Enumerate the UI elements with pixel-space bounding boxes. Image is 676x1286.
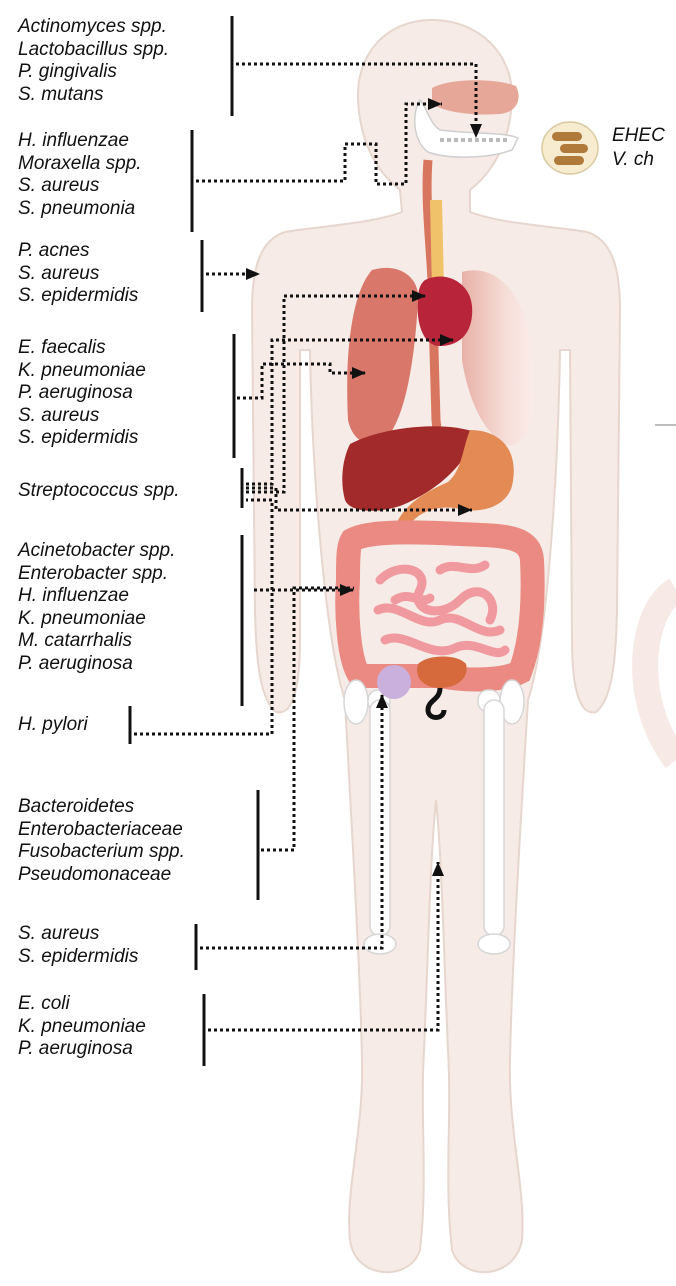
species-label: P. acnes [18, 240, 138, 263]
species-label: Fusobacterium spp. [18, 841, 185, 864]
side-label-1: EHEC [612, 124, 665, 148]
species-label: E. coli [18, 993, 146, 1016]
background-arc [645, 590, 676, 760]
species-label: S. mutans [18, 84, 169, 107]
species-label: H. influenzae [18, 130, 142, 153]
species-label: P. aeruginosa [18, 653, 175, 676]
species-label: S. aureus [18, 263, 138, 286]
species-label: P. gingivalis [18, 61, 169, 84]
species-label: Streptococcus spp. [18, 480, 180, 503]
species-label: S. epidermidis [18, 946, 138, 969]
species-label: M. catarrhalis [18, 630, 175, 653]
species-label: Enterobacteriaceae [18, 819, 185, 842]
species-label: E. faecalis [18, 337, 146, 360]
species-label: H. pylori [18, 714, 88, 737]
species-group-lung-lower: Acinetobacter spp.Enterobacter spp.H. in… [18, 540, 175, 675]
species-label: K. pneumoniae [18, 608, 175, 631]
species-label: H. influenzae [18, 585, 175, 608]
species-label: S. aureus [18, 923, 138, 946]
species-label: S. aureus [18, 405, 146, 428]
species-label: Actinomyces spp. [18, 16, 169, 39]
species-label: Moraxella spp. [18, 153, 142, 176]
species-label: Bacteroidetes [18, 796, 185, 819]
bladder [377, 665, 411, 699]
species-label: S. aureus [18, 175, 142, 198]
species-label: S. epidermidis [18, 427, 146, 450]
species-label: Acinetobacter spp. [18, 540, 175, 563]
species-group-stomach: H. pylori [18, 714, 88, 737]
species-label: Lactobacillus spp. [18, 39, 169, 62]
species-label: Pseudomonaceae [18, 864, 185, 887]
species-group-mouth: Actinomyces spp.Lactobacillus spp.P. gin… [18, 16, 169, 106]
bacteria-inset [542, 122, 598, 174]
species-label: P. aeruginosa [18, 1038, 146, 1061]
species-label: P. aeruginosa [18, 382, 146, 405]
side-label-2: V. ch [612, 148, 654, 172]
species-label: S. epidermidis [18, 285, 138, 308]
species-label: K. pneumoniae [18, 360, 146, 383]
species-label: S. pneumonia [18, 198, 142, 221]
species-group-lung: Streptococcus spp. [18, 480, 180, 503]
species-label: K. pneumoniae [18, 1016, 146, 1039]
trachea [436, 200, 438, 290]
oral-cavity [432, 80, 519, 114]
species-label: Enterobacter spp. [18, 563, 175, 586]
